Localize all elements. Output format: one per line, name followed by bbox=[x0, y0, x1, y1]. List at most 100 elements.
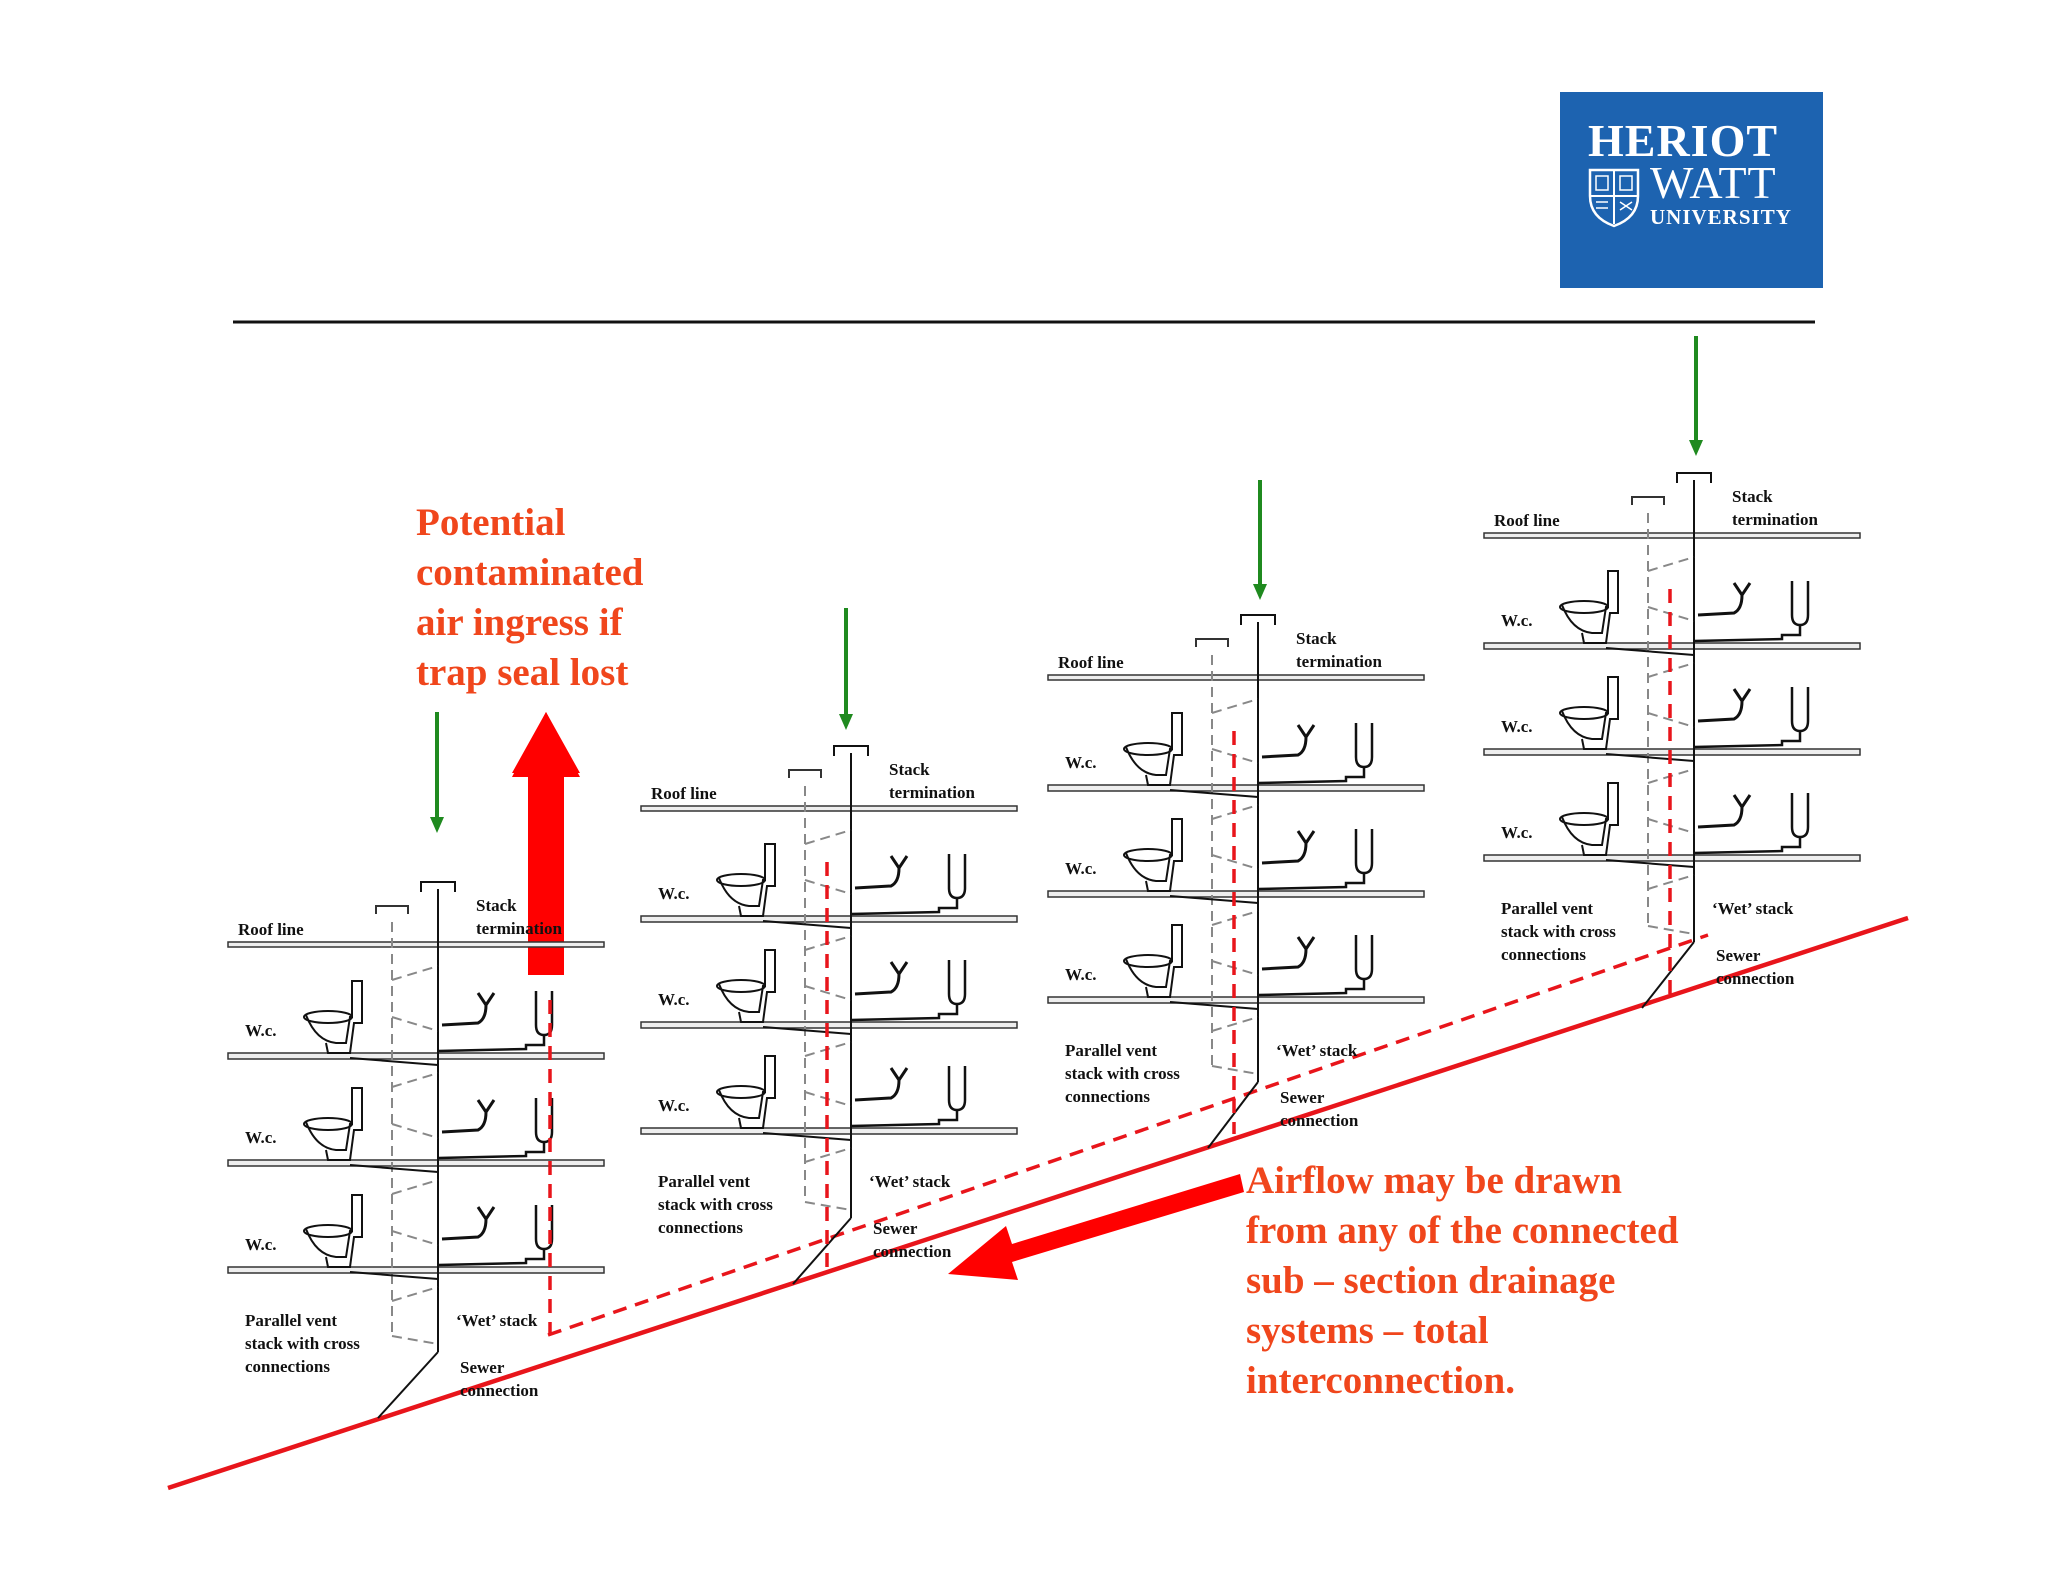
parallel-vent-label-line: connections bbox=[658, 1218, 743, 1237]
wet-stack-offset bbox=[377, 1351, 439, 1419]
heriot-watt-logo: HERIOT WATT UNIVERSITY bbox=[1560, 92, 1823, 288]
trap-branch-pipe bbox=[1257, 979, 1366, 997]
sewer-connection-label-line: Sewer bbox=[1280, 1088, 1325, 1107]
roof-line-label: Roof line bbox=[238, 920, 304, 939]
floor-slab bbox=[640, 915, 1018, 923]
wc-branch-pipe bbox=[349, 1057, 439, 1066]
green-arrow-head bbox=[1253, 584, 1267, 600]
trap-branch-pipe bbox=[1693, 731, 1802, 749]
roof-line bbox=[640, 805, 1018, 812]
trap-branch-pipe bbox=[850, 898, 959, 916]
floor-slab bbox=[227, 1052, 605, 1060]
parallel-vent-label-line: connections bbox=[1501, 945, 1586, 964]
ground-line bbox=[167, 915, 1909, 1491]
stack-termination-label-line: Stack bbox=[1296, 629, 1337, 648]
floor-slab bbox=[227, 1266, 605, 1274]
roof-line-label: Roof line bbox=[651, 784, 717, 803]
ingress-callout: Potential contaminated air ingress if tr… bbox=[416, 498, 644, 698]
basin-icon bbox=[854, 855, 909, 890]
vent-cap bbox=[1195, 638, 1229, 647]
wc-label: W.c. bbox=[1501, 611, 1533, 630]
green-arrow-head bbox=[839, 714, 853, 730]
building-4 bbox=[1483, 336, 1861, 1009]
roof-line-label: Roof line bbox=[1494, 511, 1560, 530]
logo-line-2: WATT bbox=[1650, 157, 1777, 208]
basin-icon bbox=[1697, 794, 1752, 829]
parallel-vent-label-line: connections bbox=[1065, 1087, 1150, 1106]
wc-branch-pipe bbox=[762, 1132, 852, 1141]
parallel-vent-label-line: stack with cross bbox=[245, 1334, 360, 1353]
cross-connection bbox=[391, 1286, 439, 1302]
trap-icon bbox=[1790, 793, 1810, 839]
green-arrow-head bbox=[1689, 440, 1703, 456]
roof-line-label: Roof line bbox=[1058, 653, 1124, 672]
trap-icon bbox=[1354, 723, 1374, 769]
wc-seat bbox=[1123, 742, 1173, 756]
wc-seat bbox=[716, 979, 766, 993]
parallel-vent-label-line: Parallel vent bbox=[658, 1172, 751, 1191]
trap-branch-pipe bbox=[437, 1249, 546, 1267]
floor-slab bbox=[1483, 642, 1861, 650]
wc-label: W.c. bbox=[658, 884, 690, 903]
cross-connection bbox=[391, 1072, 439, 1088]
trap-branch-pipe bbox=[1257, 767, 1366, 785]
wc-seat bbox=[1559, 600, 1609, 614]
building-3 bbox=[1047, 480, 1425, 1149]
cross-connection bbox=[804, 1147, 852, 1163]
airflow-line: interconnection. bbox=[1246, 1359, 1516, 1402]
cross-connection bbox=[391, 1179, 439, 1195]
vent-foot bbox=[1647, 925, 1695, 935]
basin-icon bbox=[441, 1206, 496, 1241]
trap-branch-pipe bbox=[1693, 625, 1802, 643]
airflow-line: from any of the connected bbox=[1246, 1209, 1679, 1252]
wet-stack-offset bbox=[792, 1217, 852, 1285]
wc-seat bbox=[1559, 706, 1609, 720]
roof-line bbox=[227, 941, 605, 948]
roof-line bbox=[1483, 532, 1861, 539]
trap-branch-pipe bbox=[850, 1110, 959, 1128]
cross-connection bbox=[1647, 556, 1695, 572]
wc-label: W.c. bbox=[245, 1235, 277, 1254]
trap-icon bbox=[1354, 829, 1374, 875]
parallel-vent-label: Parallel vent stack with cross connections bbox=[1065, 1039, 1180, 1108]
wc-label: W.c. bbox=[1065, 965, 1097, 984]
wc-toilet-icon bbox=[1561, 570, 1619, 644]
sewer-connection-label-line: connection bbox=[873, 1242, 952, 1261]
wet-stack-label: ‘Wet’ stack bbox=[1276, 1041, 1358, 1060]
sewer-connection-label-line: connection bbox=[460, 1381, 539, 1400]
cross-connection bbox=[804, 829, 852, 845]
basin-icon bbox=[441, 1099, 496, 1134]
wc-label: W.c. bbox=[1065, 753, 1097, 772]
green-arrow-head bbox=[430, 817, 444, 833]
wc-branch-pipe bbox=[762, 920, 852, 929]
crest-icon bbox=[1588, 168, 1640, 228]
parallel-vent-label-line: Parallel vent bbox=[1065, 1041, 1158, 1060]
wc-toilet-icon bbox=[1561, 676, 1619, 750]
stack-termination-label-line: termination bbox=[476, 919, 562, 938]
parallel-vent-label-line: stack with cross bbox=[1065, 1064, 1180, 1083]
floor-slab bbox=[640, 1021, 1018, 1029]
trap-icon bbox=[1354, 935, 1374, 981]
wc-label: W.c. bbox=[245, 1128, 277, 1147]
wc-seat bbox=[1123, 954, 1173, 968]
cross-connection bbox=[391, 965, 439, 981]
cross-connection bbox=[391, 1123, 439, 1139]
cross-connection bbox=[1211, 1016, 1259, 1032]
trap-branch-pipe bbox=[437, 1035, 546, 1053]
sewer-connection-label-line: Sewer bbox=[460, 1358, 505, 1377]
wc-toilet-icon bbox=[718, 843, 776, 917]
vent-cap bbox=[788, 769, 822, 778]
vent-cap bbox=[375, 905, 409, 914]
stack-termination-label-line: Stack bbox=[476, 896, 517, 915]
wc-seat bbox=[1559, 812, 1609, 826]
trap-branch-pipe bbox=[437, 1142, 546, 1160]
wc-branch-pipe bbox=[1605, 753, 1695, 762]
wc-label: W.c. bbox=[658, 990, 690, 1009]
airflow-callout: Airflow may be drawn from any of the con… bbox=[1246, 1156, 1679, 1406]
wc-toilet-icon bbox=[718, 949, 776, 1023]
basin-icon bbox=[441, 992, 496, 1027]
